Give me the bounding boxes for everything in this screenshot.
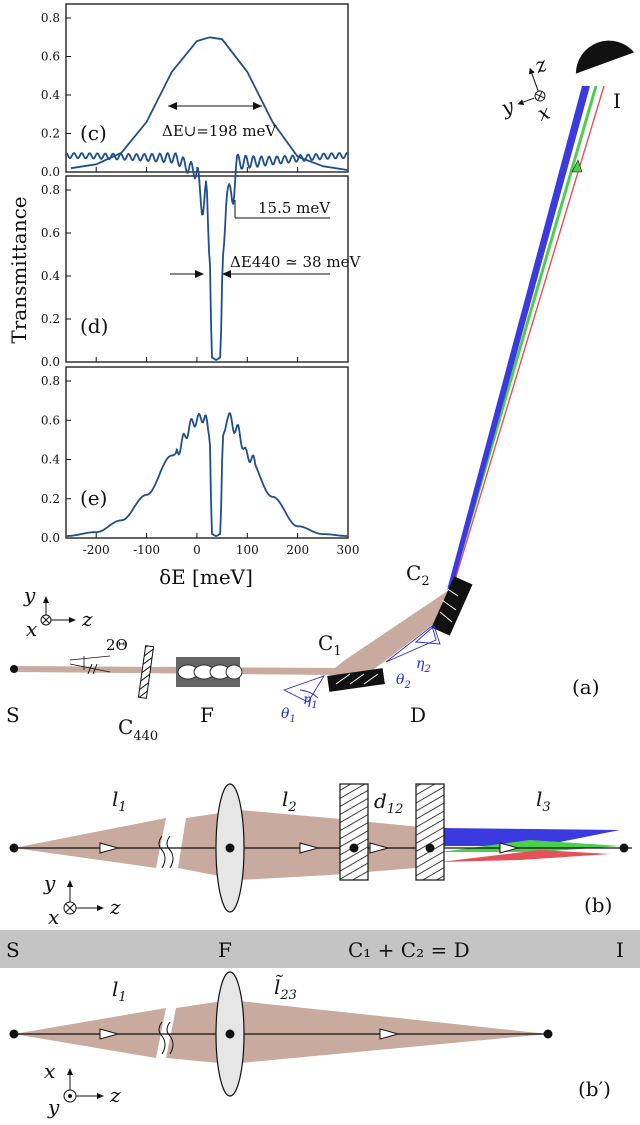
y-tick-label: 0.2 bbox=[41, 312, 60, 326]
schematic-a: I S 2Θ C440 F C1 θ1 bbox=[6, 40, 635, 744]
label-d12-b: d12 bbox=[374, 789, 403, 817]
fwhm-label-d: ΔE440 ≃ 38 meV bbox=[230, 253, 361, 271]
blue-ray bbox=[447, 86, 590, 590]
axis-z-label-b: z bbox=[109, 895, 121, 919]
label-l23-bp: l̃23 bbox=[274, 975, 297, 1003]
image-detector bbox=[575, 40, 635, 74]
fwhm-label-c: ΔE∪=198 meV bbox=[162, 122, 277, 140]
y-tick-label: 0.0 bbox=[41, 165, 60, 179]
y-tick-label: 0.6 bbox=[41, 413, 60, 427]
axes-triad-i: y z x bbox=[497, 52, 553, 126]
crystal-c2-b bbox=[415, 783, 445, 881]
axis-x-label-b: x bbox=[48, 905, 59, 929]
x-tick-label: 100 bbox=[236, 543, 259, 557]
axis-x-label: x bbox=[26, 617, 37, 641]
label-filter: F bbox=[200, 703, 214, 727]
y-tick-label: 0.4 bbox=[41, 269, 60, 283]
y-tick-label: 0.6 bbox=[41, 226, 60, 240]
y-tick-label: 0.4 bbox=[41, 453, 60, 467]
schematic-b-prime: l1 l̃23 (b′) x y z bbox=[9, 971, 611, 1119]
axis-y-label-i: y bbox=[497, 93, 517, 120]
crystal-c2 bbox=[431, 576, 473, 636]
axis-z-label-i: z bbox=[531, 52, 550, 79]
y-tick-label: 0.8 bbox=[41, 11, 60, 25]
label-c440: C440 bbox=[118, 715, 158, 744]
label-l1-b: l1 bbox=[112, 787, 127, 815]
band-i: I bbox=[616, 938, 624, 962]
transmittance-curve-0 bbox=[70, 36, 349, 171]
panel-label-bp: (b′) bbox=[578, 1077, 611, 1101]
axis-z-label: z bbox=[81, 607, 93, 631]
x-tick-label: -200 bbox=[83, 543, 110, 557]
transmittance-curve-2 bbox=[66, 412, 348, 537]
axis-y-label: y bbox=[23, 583, 36, 607]
y-tick-label: 0.6 bbox=[41, 50, 60, 64]
axes-triad-b: y x z bbox=[43, 871, 121, 929]
oscillation-period-label: 15.5 meV bbox=[258, 199, 331, 217]
chart-frame-1 bbox=[65, 175, 349, 363]
panel-label-c: (c) bbox=[80, 121, 107, 145]
label-two-theta: 2Θ bbox=[106, 636, 128, 654]
axis-x-label-i: x bbox=[534, 100, 553, 126]
axis-z-label-bp: z bbox=[109, 1083, 121, 1107]
transmittance-curve-1 bbox=[65, 152, 349, 361]
crystal-440 bbox=[137, 645, 155, 699]
label-theta2: θ2 bbox=[396, 672, 411, 691]
panel-label-e: (e) bbox=[80, 486, 107, 510]
y-axis-label: Transmittance bbox=[7, 196, 31, 343]
annotations-d: 15.5 meV ΔE440 ≃ 38 meV bbox=[170, 199, 361, 278]
x-tick-label: 0 bbox=[193, 543, 201, 557]
label-c1: C1 bbox=[318, 631, 342, 659]
label-eta2: η2 bbox=[416, 656, 431, 675]
label-l3-b: l3 bbox=[536, 787, 551, 815]
label-l1-bp: l1 bbox=[112, 977, 127, 1005]
y-tick-label: 0.0 bbox=[41, 355, 60, 369]
label-c2: C2 bbox=[406, 561, 430, 589]
crystal-c1-b bbox=[339, 783, 369, 881]
x-tick-label: 200 bbox=[286, 543, 309, 557]
fwhm-annotation-c: ΔE∪=198 meV bbox=[162, 102, 277, 140]
y-tick-label: 0.8 bbox=[41, 183, 60, 197]
label-eta1: η1 bbox=[303, 692, 318, 711]
x-tick-label: -100 bbox=[133, 543, 160, 557]
band-f: F bbox=[218, 938, 232, 962]
axis-x-label-bp: x bbox=[44, 1059, 55, 1083]
panel-label-d: (d) bbox=[80, 314, 108, 338]
chart-frame-2 bbox=[65, 366, 349, 539]
x-tick-label: 300 bbox=[337, 543, 360, 557]
x-axis-label: δE [meV] bbox=[159, 565, 253, 589]
panel-label-a: (a) bbox=[572, 675, 600, 699]
band-equation: C₁ + C₂ = D bbox=[348, 938, 470, 962]
label-image: I bbox=[613, 89, 621, 113]
equivalence-band: S F C₁ + C₂ = D I bbox=[0, 930, 640, 968]
label-l2-b: l2 bbox=[282, 787, 297, 815]
source-dot bbox=[10, 665, 18, 673]
chart-frame-0 bbox=[65, 3, 349, 173]
panel-label-b: (b) bbox=[584, 893, 612, 917]
label-detector: D bbox=[410, 703, 426, 727]
band-s: S bbox=[6, 938, 20, 962]
axes-triad-a: y x z bbox=[23, 583, 93, 641]
schematic-b: l1 l2 d12 l3 (b) y x z bbox=[9, 783, 632, 929]
y-tick-label: 0.0 bbox=[41, 531, 60, 545]
axis-y-label-b: y bbox=[43, 871, 56, 895]
y-tick-label: 0.4 bbox=[41, 88, 60, 102]
y-tick-label: 0.2 bbox=[41, 492, 60, 506]
red-ray bbox=[451, 85, 605, 591]
label-source: S bbox=[6, 703, 20, 727]
y-tick-label: 0.2 bbox=[41, 127, 60, 141]
axis-y-label-bp: y bbox=[47, 1095, 60, 1119]
axes-triad-bp: x y z bbox=[44, 1059, 121, 1119]
spectra-panels: 0.0 0.2 0.4 0.6 0.8 0.0 0.2 0.4 0.6 0.8 0.0 0.2 0.4 0… bbox=[41, 3, 360, 557]
y-tick-label: 0.8 bbox=[41, 374, 60, 388]
label-theta1: θ1 bbox=[281, 706, 296, 725]
reflected-beam-c1 bbox=[330, 588, 462, 680]
